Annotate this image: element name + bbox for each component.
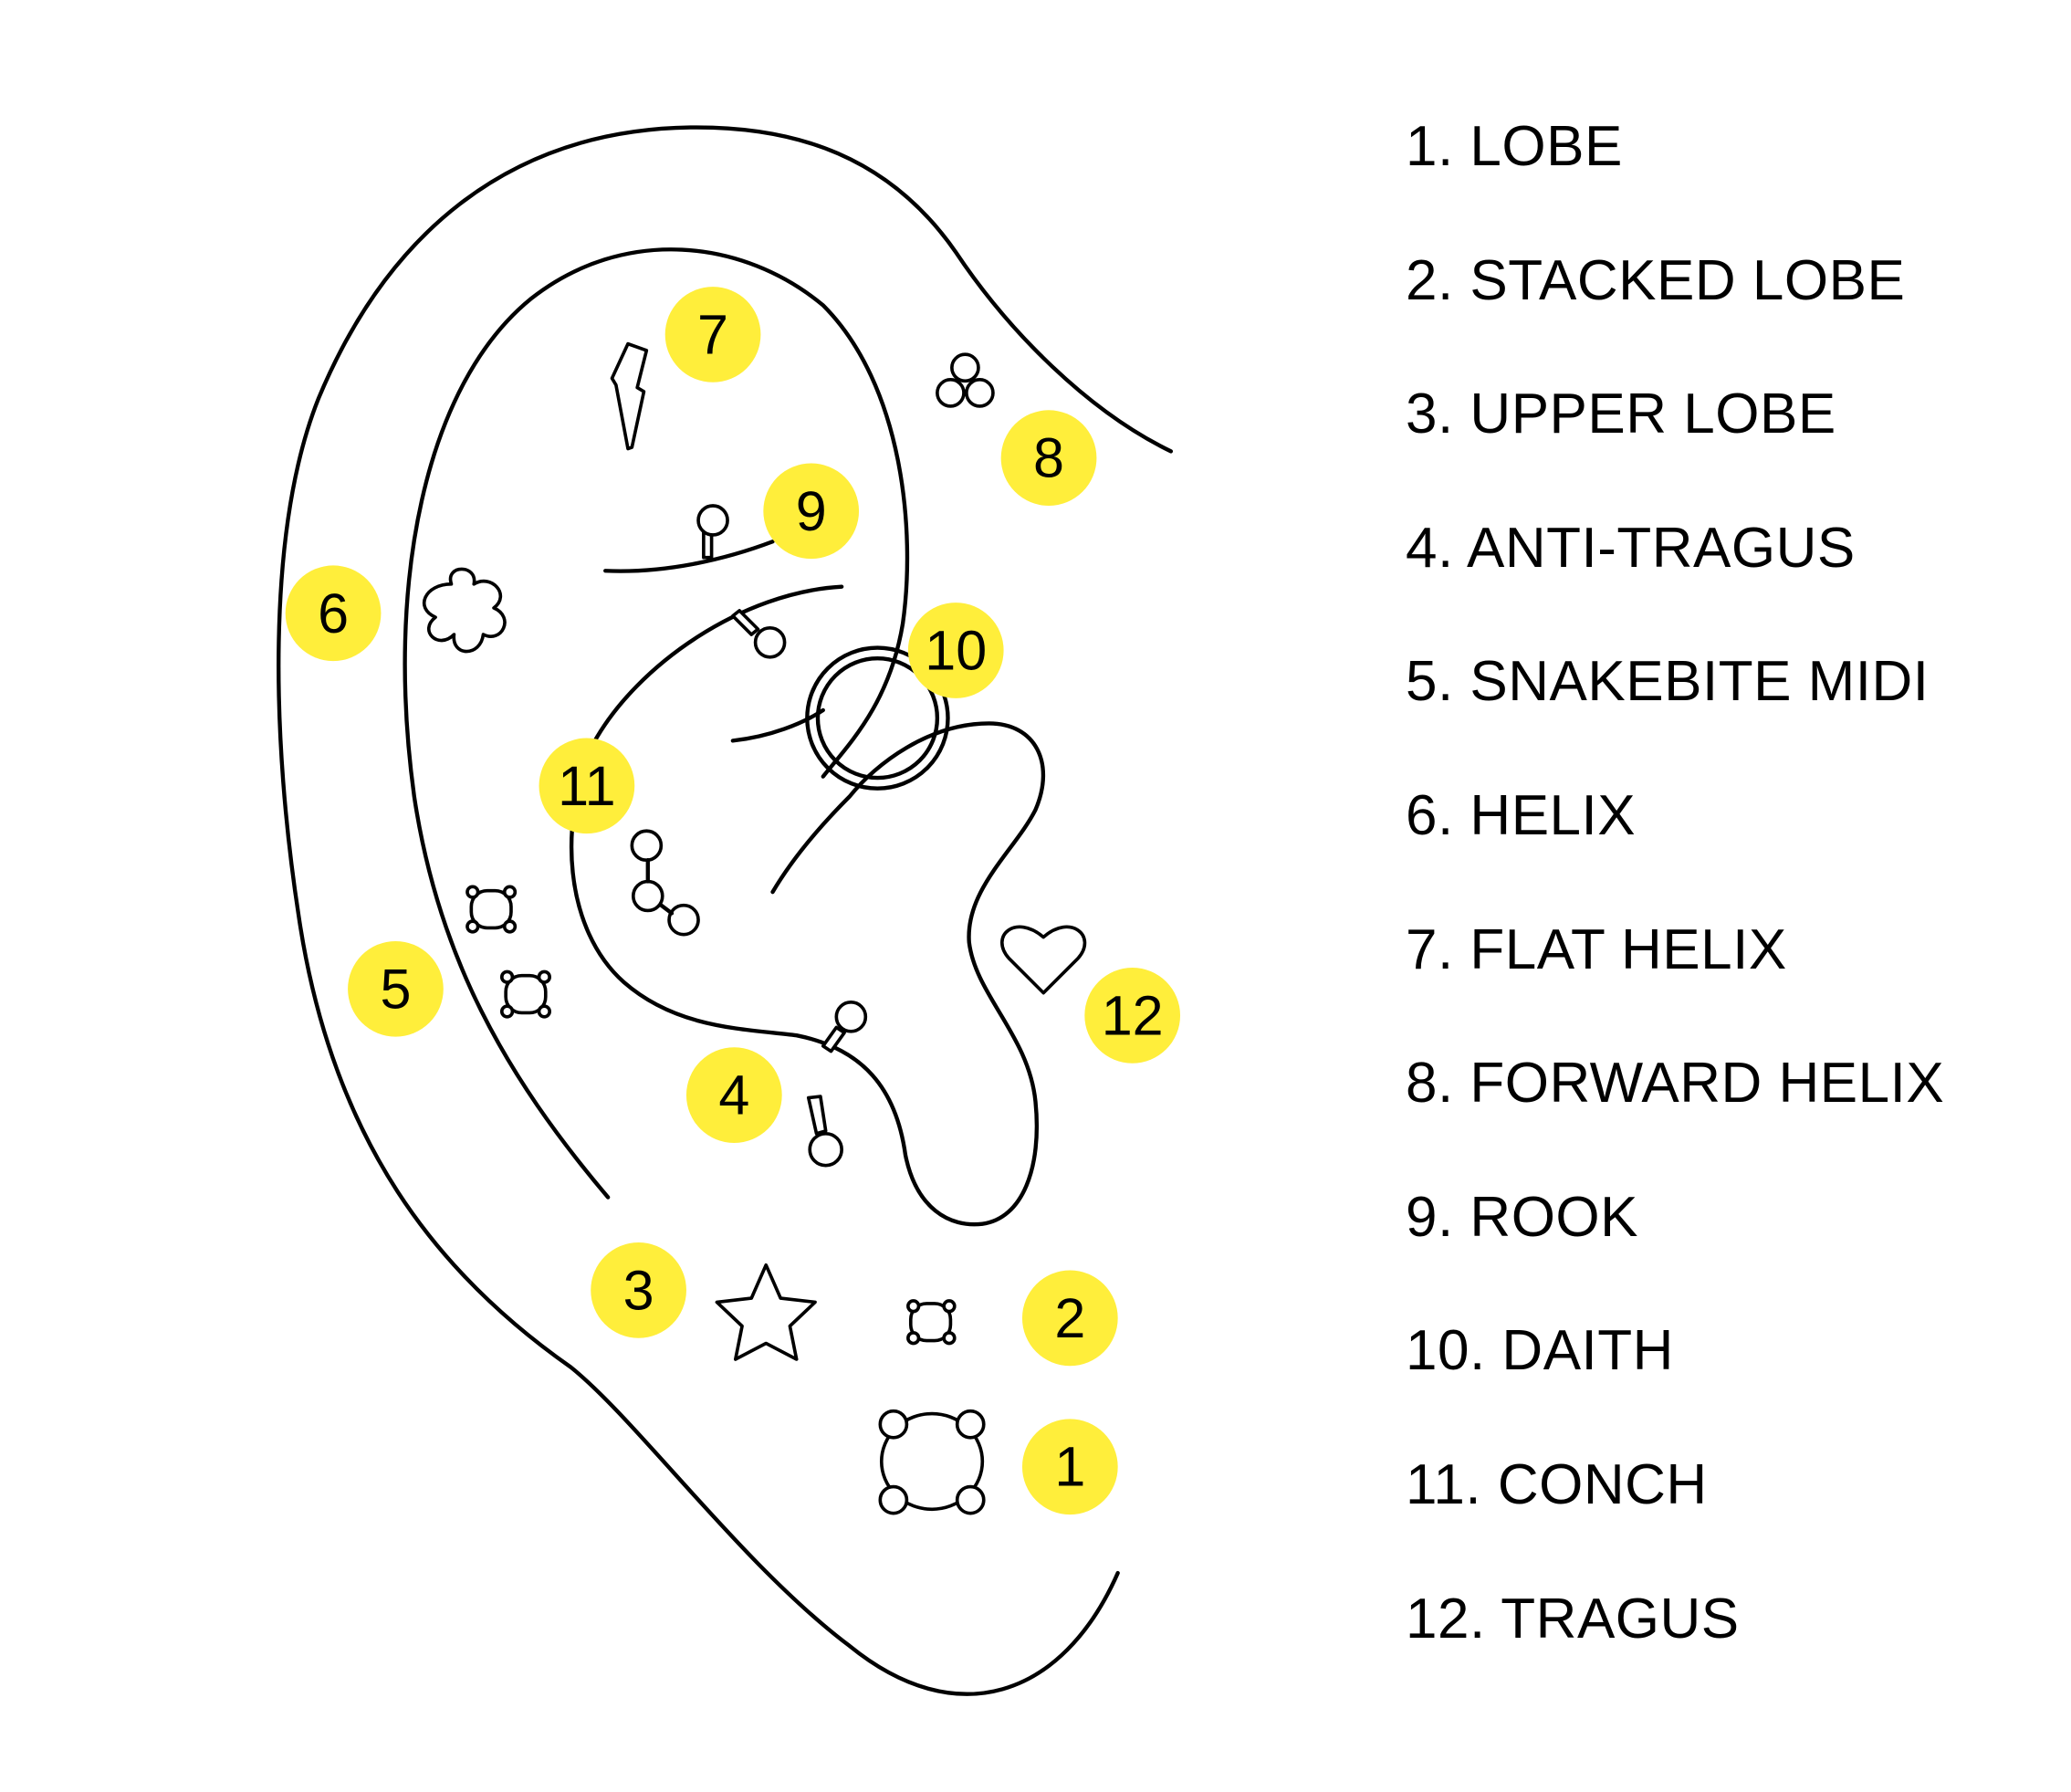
stud-large-icon — [878, 1409, 986, 1515]
badge-number: 12 — [1102, 984, 1164, 1046]
badge-helix: 6 — [285, 565, 382, 662]
badge-circle — [763, 463, 860, 560]
legend-item-stacked-lobe: 2. STACKED LOBE — [1406, 248, 1906, 312]
badge-number: 9 — [796, 480, 827, 542]
trefoil-stud-icon — [936, 352, 995, 408]
badge-number: 3 — [623, 1259, 654, 1321]
flower-stud-icon — [422, 567, 507, 654]
badge-number: 6 — [318, 582, 349, 644]
badge-number: 2 — [1054, 1287, 1085, 1349]
legend-item-helix: 6. HELIX — [1406, 783, 1637, 847]
badge-flat-helix: 7 — [664, 287, 761, 383]
cluster-stud-icon — [630, 829, 700, 937]
legend-item-daith: 10. DAITH — [1406, 1319, 1674, 1383]
badge-number: 11 — [558, 755, 615, 817]
stud-small-icon — [906, 1299, 957, 1346]
badge-circle — [685, 1047, 782, 1143]
badge-circle — [1000, 410, 1097, 507]
badge-anti-tragus: 4 — [685, 1047, 782, 1143]
badge-forward-helix: 8 — [1000, 410, 1097, 507]
badge-number: 8 — [1033, 427, 1064, 489]
badge-snakebite-midi: 5 — [348, 940, 444, 1037]
legend-item-snakebite-midi: 5. SNAKEBITE MIDI — [1406, 650, 1930, 714]
badge-tragus: 12 — [1084, 968, 1181, 1064]
legend-item-forward-helix: 8. FORWARD HELIX — [1406, 1052, 1945, 1116]
legend-item-conch: 11. CONCH — [1406, 1452, 1708, 1516]
legend-item-tragus: 12. TRAGUS — [1406, 1587, 1740, 1651]
legend-item-rook: 9. ROOK — [1406, 1185, 1639, 1249]
daith-ring-icon — [805, 645, 950, 791]
badge-circle — [1021, 1270, 1118, 1367]
piercing-legend: 1. LOBE 2. STACKED LOBE 3. UPPER LOBE 4.… — [1406, 119, 1944, 1724]
badge-circle — [348, 940, 444, 1037]
barbell-icon — [806, 1001, 868, 1168]
badge-circle — [907, 603, 1004, 698]
badge-daith: 10 — [907, 603, 1004, 698]
badge-circle — [285, 565, 382, 662]
rook-barbell-icon — [696, 504, 729, 560]
inner-helix-outline — [403, 247, 910, 1200]
stud-pair-icon — [465, 885, 551, 1019]
badge-number: 5 — [380, 958, 411, 1020]
barbell-icon — [731, 609, 787, 659]
badge-number: 10 — [925, 620, 987, 682]
legend-item-lobe: 1. LOBE — [1406, 115, 1623, 178]
rook-ridge — [603, 540, 775, 573]
outer-helix-outline — [277, 125, 1174, 1696]
badge-rook: 9 — [763, 463, 860, 560]
badge-lobe: 1 — [1021, 1419, 1118, 1515]
lightning-stud-icon — [610, 341, 649, 451]
badge-circle — [539, 738, 635, 834]
badge-upper-lobe: 3 — [591, 1242, 686, 1338]
legend-item-upper-lobe: 3. UPPER LOBE — [1406, 383, 1836, 446]
badge-circle — [1084, 968, 1181, 1064]
badge-number: 1 — [1054, 1436, 1085, 1498]
badge-circle — [664, 287, 761, 383]
legend-item-anti-tragus: 4. ANTI-TRAGUS — [1406, 516, 1856, 580]
antihelix-curve — [569, 584, 1045, 1227]
heart-stud-icon — [1000, 925, 1087, 995]
legend-item-flat-helix: 7. FLAT HELIX — [1406, 917, 1787, 981]
badge-number: 7 — [697, 303, 728, 365]
star-stud-icon — [715, 1263, 817, 1361]
badge-number: 4 — [718, 1064, 749, 1127]
badge-circle — [1021, 1419, 1118, 1515]
badge-conch: 11 — [539, 738, 635, 834]
badge-stacked-lobe: 2 — [1021, 1270, 1118, 1367]
badge-circle — [591, 1242, 686, 1338]
